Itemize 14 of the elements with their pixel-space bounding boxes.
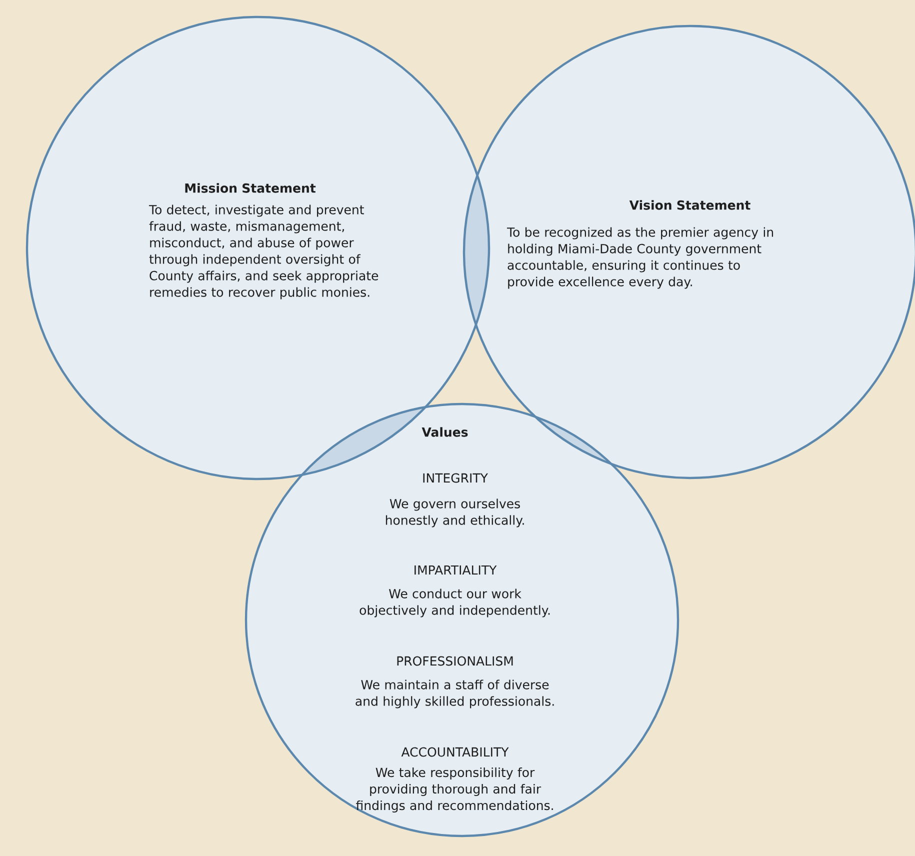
value-name: IMPARTIALITY bbox=[414, 565, 497, 575]
heading: Mission Statement bbox=[185, 183, 316, 193]
statement-text: We conduct our work objectively and independently. bbox=[360, 588, 550, 618]
statement-text: To detect, investigate and prevent fraud, waste, mismanagement, misconduct, and abuse of power through independent oversight of County affairs, and seek appropriate remedies to recover public monies. bbox=[148, 204, 378, 300]
statement-text: To be recognized as the premier agency in holding Miami-Dade County government accountable, ensuring it continues to provide excellence every day. bbox=[506, 227, 774, 289]
venn-circle bbox=[244, 402, 680, 838]
value-name: ACCOUNTABILITY bbox=[401, 747, 509, 757]
statement-text: We take responsibility for providing thorough and fair findings and recommendations. bbox=[356, 767, 553, 813]
statement-text: We maintain a staff of diverse and highly skilled professionals. bbox=[356, 680, 554, 708]
heading: Values bbox=[422, 427, 468, 437]
heading: Vision Statement bbox=[629, 200, 750, 210]
value-name: PROFESSIONALISM bbox=[397, 656, 513, 666]
statement-text: We govern ourselves honestly and ethically. bbox=[386, 498, 524, 528]
value-name: INTEGRITY bbox=[423, 473, 488, 483]
